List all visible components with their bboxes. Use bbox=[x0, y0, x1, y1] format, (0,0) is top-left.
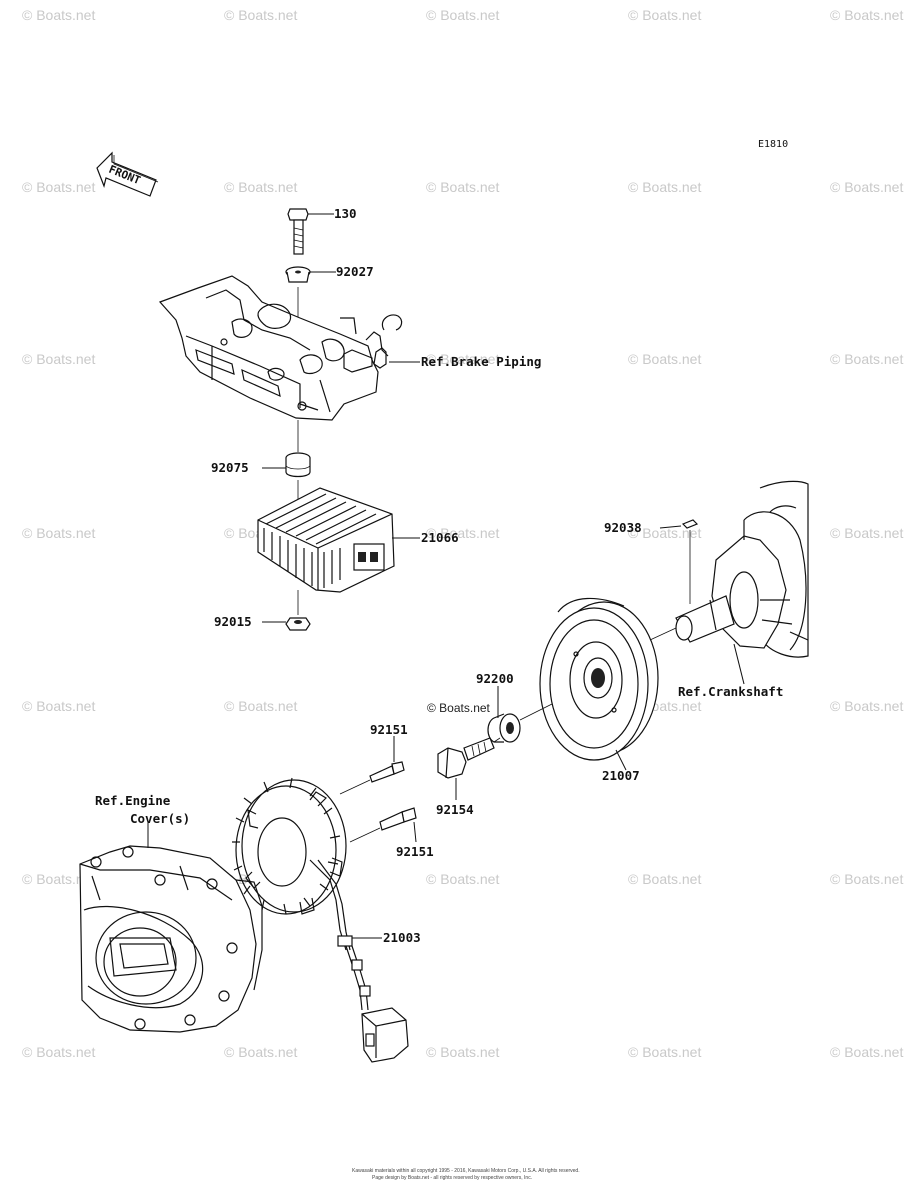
rotor-21007 bbox=[539, 597, 677, 771]
regulator-rectifier-21066 bbox=[257, 487, 420, 593]
bolt-130 bbox=[287, 208, 334, 255]
regulator-bracket bbox=[158, 275, 403, 421]
watermark: © Boats.net bbox=[426, 1044, 499, 1060]
callout-130: 130 bbox=[334, 206, 357, 221]
watermark: © Boats.net bbox=[628, 179, 701, 195]
watermark: © Boats.net bbox=[830, 179, 903, 195]
footer-copyright-line2: Page design by Boats.net - all rights re… bbox=[372, 1175, 532, 1181]
crankshaft bbox=[675, 480, 809, 658]
watermark: © Boats.net bbox=[426, 871, 499, 887]
front-arrow-icon: FRONT bbox=[96, 151, 159, 197]
callout-21066: 21066 bbox=[421, 530, 459, 545]
callout-92038: 92038 bbox=[604, 520, 642, 535]
nut-92015 bbox=[262, 617, 311, 631]
watermark: © Boats.net bbox=[830, 871, 903, 887]
watermark: © Boats.net bbox=[224, 179, 297, 195]
watermark: © Boats.net bbox=[830, 7, 903, 23]
watermark: © Boats.net bbox=[628, 7, 701, 23]
grommet-92075 bbox=[262, 452, 311, 478]
watermark: © Boats.net bbox=[22, 525, 95, 541]
watermark: © Boats.net bbox=[224, 1044, 297, 1060]
watermark: © Boats.net bbox=[830, 1044, 903, 1060]
bolt-92151-upper bbox=[339, 736, 405, 795]
callout-21007: 21007 bbox=[602, 768, 640, 783]
callout-ref-brake-piping: Ref.Brake Piping bbox=[421, 354, 541, 369]
watermark: © Boats.net bbox=[830, 351, 903, 367]
stator-21003 bbox=[232, 777, 409, 1063]
watermark: © Boats.net bbox=[426, 179, 499, 195]
callout-92015: 92015 bbox=[214, 614, 252, 629]
bolt-92154 bbox=[437, 737, 501, 800]
watermark: © Boats.net bbox=[628, 351, 701, 367]
watermark: © Boats.net bbox=[628, 525, 701, 541]
watermark: © Boats.net bbox=[224, 698, 297, 714]
watermark: © Boats.net bbox=[22, 698, 95, 714]
watermark: © Boats.net bbox=[22, 1044, 95, 1060]
footer-copyright-line1: Kawasaki materials within all copyright … bbox=[352, 1168, 580, 1174]
callout-92151-upper: 92151 bbox=[370, 722, 408, 737]
callout-92151-lower: 92151 bbox=[396, 844, 434, 859]
watermark: © Boats.net bbox=[830, 698, 903, 714]
leader-crankshaft bbox=[733, 643, 745, 685]
watermark: © Boats.net bbox=[628, 871, 701, 887]
watermark: © Boats.net bbox=[426, 351, 499, 367]
watermark: © Boats.net bbox=[426, 7, 499, 23]
watermark: © Boats.net bbox=[426, 525, 499, 541]
bolt-92151-lower bbox=[349, 807, 417, 843]
callout-ref-engine-line1: Ref.Engine bbox=[95, 793, 171, 808]
engine-cover bbox=[79, 822, 263, 1033]
key-92038 bbox=[659, 519, 699, 604]
callout-92200: 92200 bbox=[476, 671, 514, 686]
watermark: © Boats.net bbox=[22, 179, 95, 195]
watermark: © Boats.net bbox=[224, 7, 297, 23]
washer-92200 bbox=[487, 686, 553, 743]
watermark: © Boats.net bbox=[628, 1044, 701, 1060]
callout-92154: 92154 bbox=[436, 802, 474, 817]
callout-21003: 21003 bbox=[383, 930, 421, 945]
callout-92075: 92075 bbox=[211, 460, 249, 475]
callout-ref-crankshaft: Ref.Crankshaft bbox=[678, 684, 783, 699]
callout-92027: 92027 bbox=[336, 264, 374, 279]
callout-ref-engine-line2: Cover(s) bbox=[130, 811, 190, 826]
watermark: © Boats.net bbox=[22, 351, 95, 367]
copyright-notice: © Boats.net bbox=[427, 701, 491, 715]
washer-92027 bbox=[285, 266, 336, 330]
watermark: © Boats.net bbox=[22, 871, 95, 887]
watermark: © Boats.net bbox=[830, 525, 903, 541]
diagram-code: E1810 bbox=[758, 139, 788, 150]
watermark: © Boats.net bbox=[22, 7, 95, 23]
